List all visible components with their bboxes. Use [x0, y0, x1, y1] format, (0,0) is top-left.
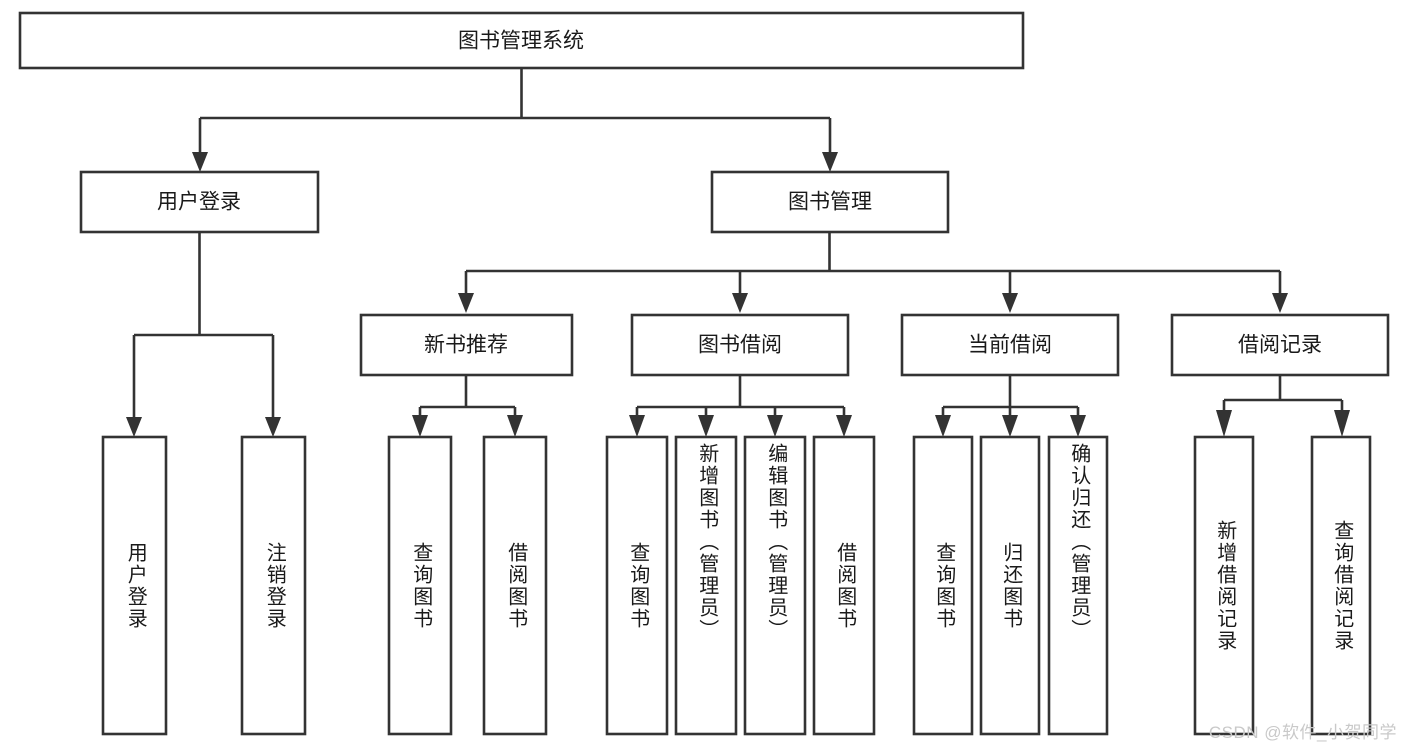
node-box-leaf-borrow-books-new[interactable]: [482, 435, 548, 736]
node-box-leaf-user-login[interactable]: [101, 435, 168, 736]
arrow-borrow-leaf-4: [836, 415, 852, 437]
node-box-leaf-borrow-books[interactable]: [812, 435, 876, 736]
node-box-leaf-add-borrow-record[interactable]: [1193, 435, 1255, 736]
node-box-leaf-logout[interactable]: [240, 435, 307, 736]
node-box-leaf-return-books[interactable]: [979, 435, 1041, 736]
node-label-current-borrow: 当前借阅: [968, 334, 1052, 357]
node-box-leaf-add-book-admin[interactable]: [674, 435, 738, 736]
arrow-borrow-leaf-1: [629, 415, 645, 437]
node-label-book-management: 图书管理: [788, 191, 872, 214]
arrow-book-mgmt-to-current: [1002, 293, 1018, 313]
node-box-leaf-edit-book-admin[interactable]: [743, 435, 807, 736]
node-label-new-book-recommend: 新书推荐: [424, 334, 508, 357]
node-box-root[interactable]: [18, 11, 1025, 70]
node-box-leaf-query-books-borrow[interactable]: [605, 435, 669, 736]
connectors-layer: [126, 68, 1350, 437]
node-box-leaf-query-books-new[interactable]: [387, 435, 453, 736]
arrow-records-leaf-2: [1334, 410, 1350, 437]
arrow-borrow-leaf-3: [767, 415, 783, 437]
arrow-current-leaf-1: [935, 415, 951, 437]
node-box-new-book-recommend[interactable]: [359, 313, 574, 377]
nodes-layer: 图书管理系统 用户登录 图书管理 新书推荐 图书借阅 当前借阅 借阅记录: [18, 11, 1390, 736]
node-label-borrow-records: 借阅记录: [1238, 334, 1322, 357]
arrow-records-leaf-1: [1216, 410, 1232, 437]
arrow-current-leaf-3: [1070, 415, 1086, 437]
node-box-current-borrow[interactable]: [900, 313, 1120, 377]
arrow-user-login-leaf-2: [265, 417, 281, 437]
node-box-leaf-query-borrow-record[interactable]: [1310, 435, 1372, 736]
node-box-leaf-query-books-current[interactable]: [912, 435, 974, 736]
arrow-book-mgmt-to-new-books: [458, 293, 474, 313]
node-label-root: 图书管理系统: [458, 30, 584, 53]
arrow-borrow-leaf-2: [698, 415, 714, 437]
arrow-book-mgmt-to-records: [1272, 293, 1288, 313]
arrow-book-mgmt-to-borrow: [732, 293, 748, 313]
node-box-book-borrow[interactable]: [630, 313, 850, 377]
node-box-leaf-confirm-return-admin[interactable]: [1047, 435, 1109, 736]
csdn-watermark: CSDN @软件_小贺同学: [1208, 723, 1397, 742]
arrow-root-to-user-login: [192, 152, 208, 172]
arrow-current-leaf-2: [1002, 415, 1018, 437]
node-box-book-management[interactable]: [710, 170, 950, 234]
node-box-borrow-records[interactable]: [1170, 313, 1390, 377]
arrow-root-to-book-mgmt: [822, 152, 838, 172]
node-label-book-borrow: 图书借阅: [698, 334, 782, 357]
node-label-user-login: 用户登录: [157, 191, 241, 214]
arrow-new-books-leaf-2: [507, 415, 523, 437]
arrow-user-login-leaf-1: [126, 417, 142, 437]
node-box-user-login[interactable]: [79, 170, 320, 234]
arrow-new-books-leaf-1: [412, 415, 428, 437]
